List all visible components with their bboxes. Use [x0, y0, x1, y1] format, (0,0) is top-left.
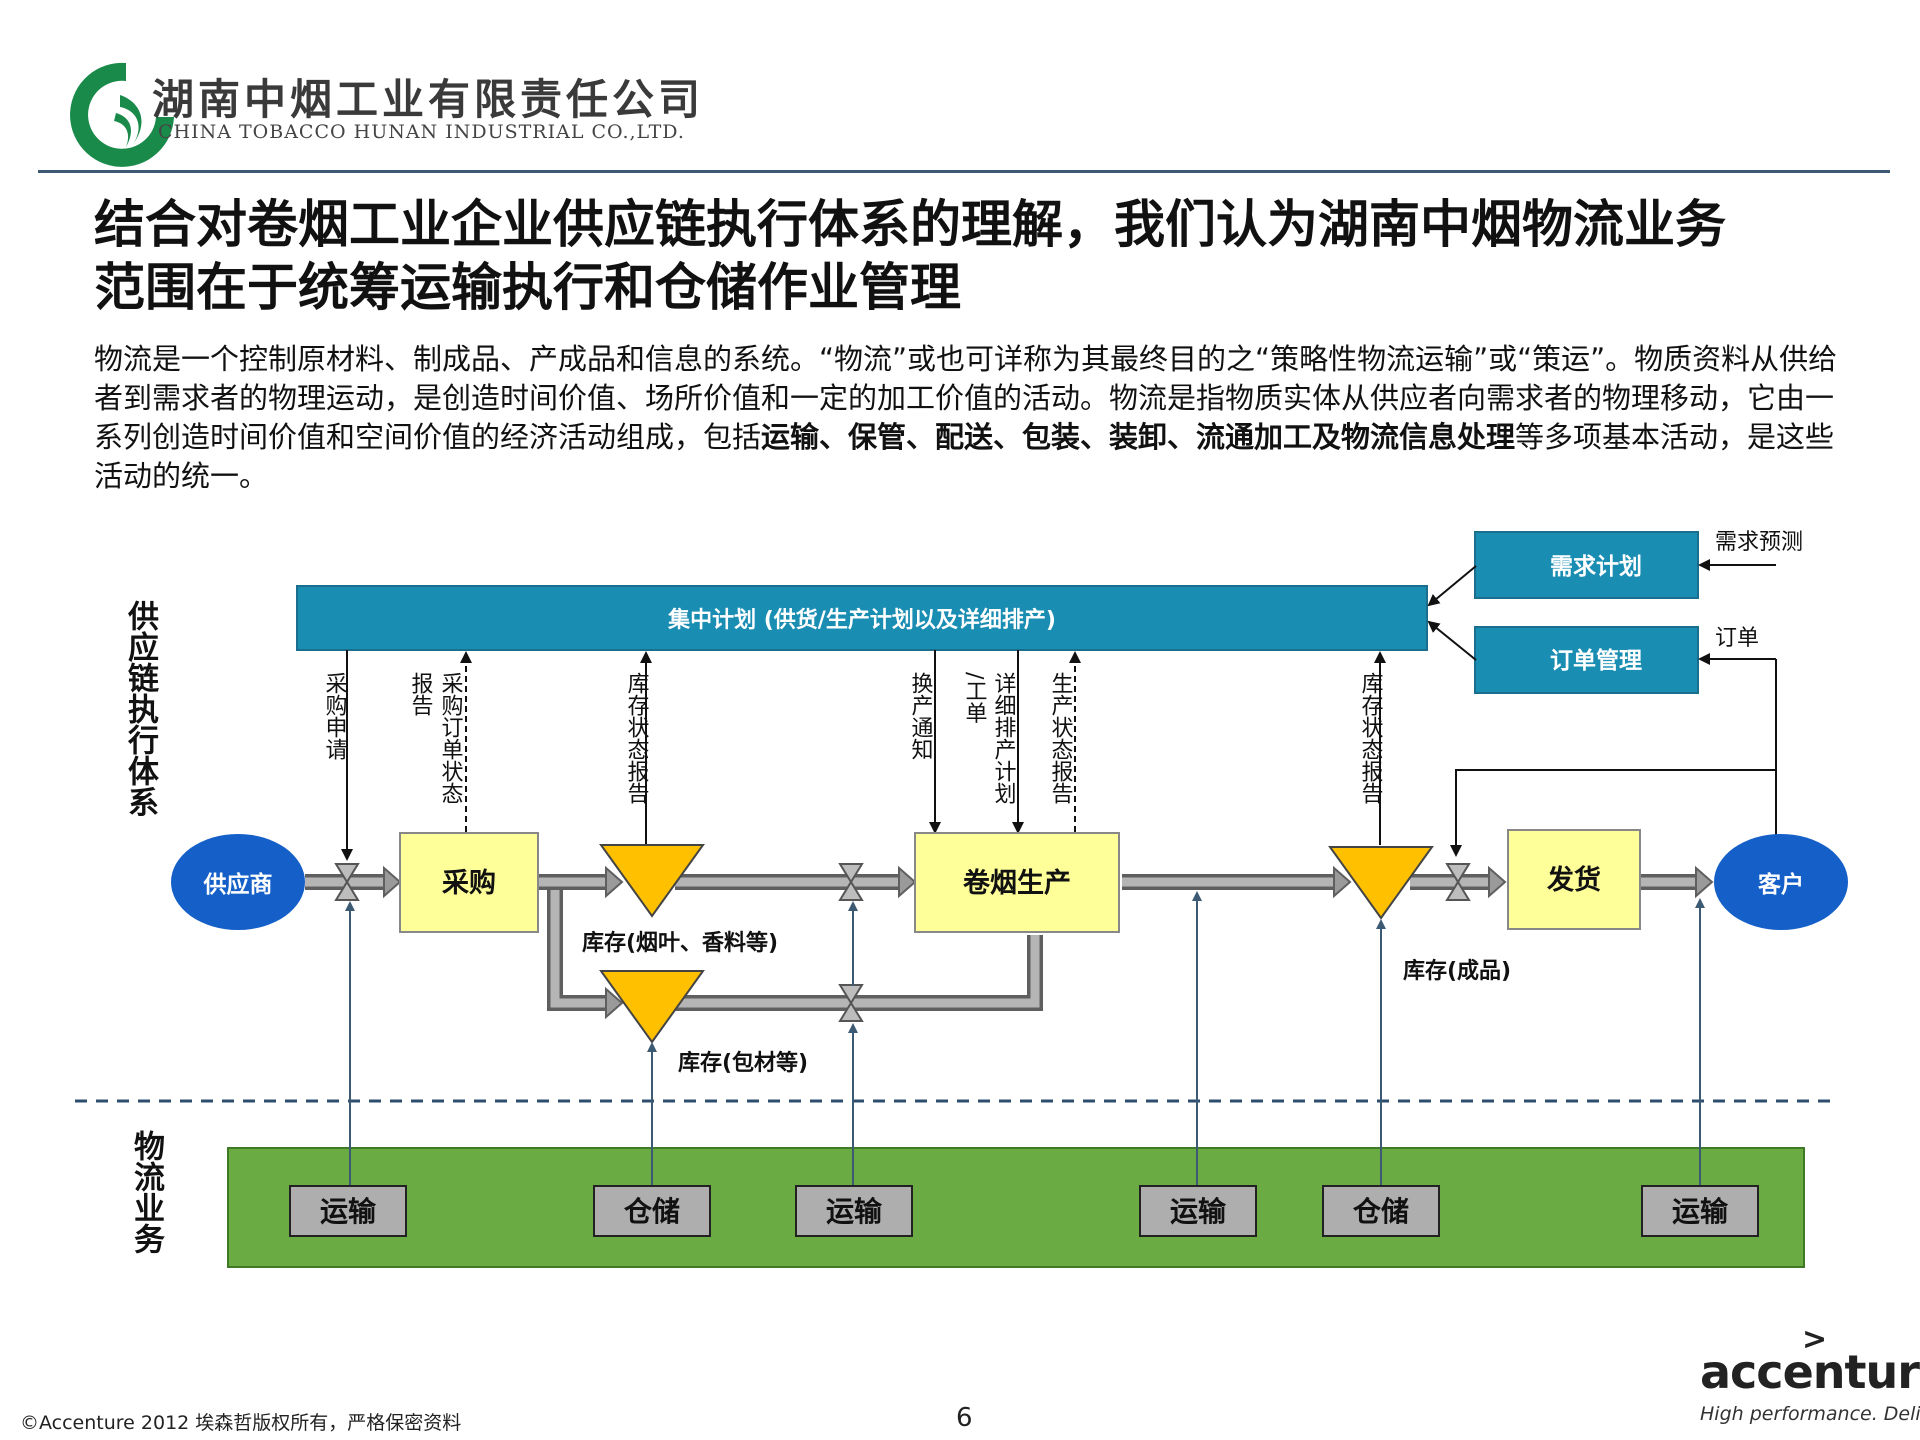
production-label: 卷烟生产: [963, 868, 1071, 899]
page-header: 湖南中烟工业有限责任公司 CHINA TOBACCO HUNAN INDUSTR…: [0, 0, 1920, 175]
footer-copyright: ©Accenture 2012 埃森哲版权所有，严格保密资料: [20, 1412, 462, 1434]
storage-box-2: [1322, 1185, 1440, 1237]
production-box: [914, 832, 1120, 933]
demand-plan-box: [1474, 531, 1699, 599]
accenture-tagline: High performance. Delivered.: [1700, 1403, 1920, 1425]
purchase-report-label: 报告: [408, 672, 434, 716]
supply-chain-label: 供应链执行体系: [122, 600, 160, 817]
intro-paragraph: 物流是一个控制原材料、制成品、产成品和信息的系统。“物流”或也可详称为其最终目的…: [94, 340, 1854, 496]
storage-label-2: 仓储: [1353, 1195, 1409, 1228]
page-number: 6: [956, 1403, 973, 1433]
intro-bold-text: 运输、保管、配送、包装、装卸、流通加工及物流信息处理: [761, 420, 1516, 454]
purchase-box: [399, 832, 539, 933]
storage-box-1: [593, 1185, 711, 1237]
order-label: 订单: [1715, 626, 1759, 651]
purchase-request-label: 采购申请: [322, 672, 348, 760]
packaging-inventory-triangle: [599, 970, 705, 1044]
china-tobacco-logo-icon: [70, 62, 174, 167]
order-management-label: 订单管理: [1550, 647, 1642, 674]
raw-inventory-label: 库存(烟叶、香料等): [582, 930, 778, 956]
purchase-label: 采购: [442, 868, 496, 899]
supply-chain-label-text: 供应链执行体系: [122, 600, 160, 817]
material-flow-pipes: [305, 865, 1714, 1020]
transport-box-3: [1139, 1185, 1257, 1237]
production-report-label: 生产状态报告: [1048, 672, 1074, 804]
finished-inventory-triangle: [1328, 846, 1434, 920]
demand-forecast-label: 需求预测: [1715, 530, 1803, 555]
changeover-notice-label: 换产通知: [908, 672, 934, 760]
inventory-report-2-label: 库存状态报告: [1358, 672, 1384, 804]
transport-label-1: 运输: [320, 1195, 377, 1228]
raw-inventory-triangle: [599, 844, 705, 918]
customer-ellipse: [1714, 834, 1848, 930]
flow-valves: [334, 863, 1471, 1022]
logistics-label: 物流业务: [128, 1130, 165, 1254]
intro-text-2: 等多项基本活动，是这些活动的统一。: [94, 420, 1835, 493]
inventory-report-1-label: 库存状态报告: [624, 672, 650, 804]
packaging-inventory-label: 库存(包材等): [678, 1050, 808, 1076]
transport-label-3: 运输: [1170, 1195, 1227, 1228]
header-divider: [38, 170, 1890, 173]
accenture-logo-text: accenture: [1700, 1345, 1920, 1399]
central-plan-label: 集中计划 (供货/生产计划以及详细排产): [667, 607, 1056, 633]
transport-label-4: 运输: [1672, 1195, 1729, 1228]
finished-inventory-label: 库存(成品): [1403, 958, 1511, 984]
logistics-label-text: 物流业务: [128, 1130, 165, 1254]
transport-box-1: [289, 1185, 407, 1237]
page-title: 结合对卷烟工业企业供应链执行体系的理解，我们认为湖南中烟物流业务 范围在于统筹运…: [94, 194, 1854, 320]
central-plan-bar: [296, 585, 1428, 651]
detailed-schedule-label: 详细排产计划: [991, 672, 1017, 804]
company-name-cn: 湖南中烟工业有限责任公司: [152, 75, 705, 124]
storage-label-1: 仓储: [624, 1195, 680, 1228]
shipping-label: 发货: [1546, 864, 1601, 896]
shipping-box: [1507, 829, 1641, 930]
company-name-en: CHINA TOBACCO HUNAN INDUSTRIAL CO.,LTD.: [158, 121, 685, 143]
customer-label: 客户: [1758, 871, 1804, 898]
logistics-band: [227, 1147, 1805, 1268]
purchase-order-status-label: 采购订单状态: [438, 672, 464, 804]
supplier-ellipse: [171, 834, 305, 930]
supplier-label: 供应商: [203, 871, 273, 898]
accenture-chevron-icon: >: [1802, 1322, 1828, 1357]
demand-plan-label: 需求计划: [1550, 554, 1642, 580]
transport-box-2: [795, 1185, 913, 1237]
intro-text-1: 物流是一个控制原材料、制成品、产成品和信息的系统。“物流”或也可详称为其最终目的…: [94, 342, 1838, 454]
title-line-2: 范围在于统筹运输执行和仓储作业管理: [94, 259, 962, 318]
transport-box-4: [1641, 1185, 1759, 1237]
work-order-label: /工单: [962, 672, 987, 724]
transport-label-2: 运输: [826, 1195, 883, 1228]
title-line-1: 结合对卷烟工业企业供应链执行体系的理解，我们认为湖南中烟物流业务: [94, 196, 1727, 255]
order-management-box: [1474, 626, 1699, 694]
